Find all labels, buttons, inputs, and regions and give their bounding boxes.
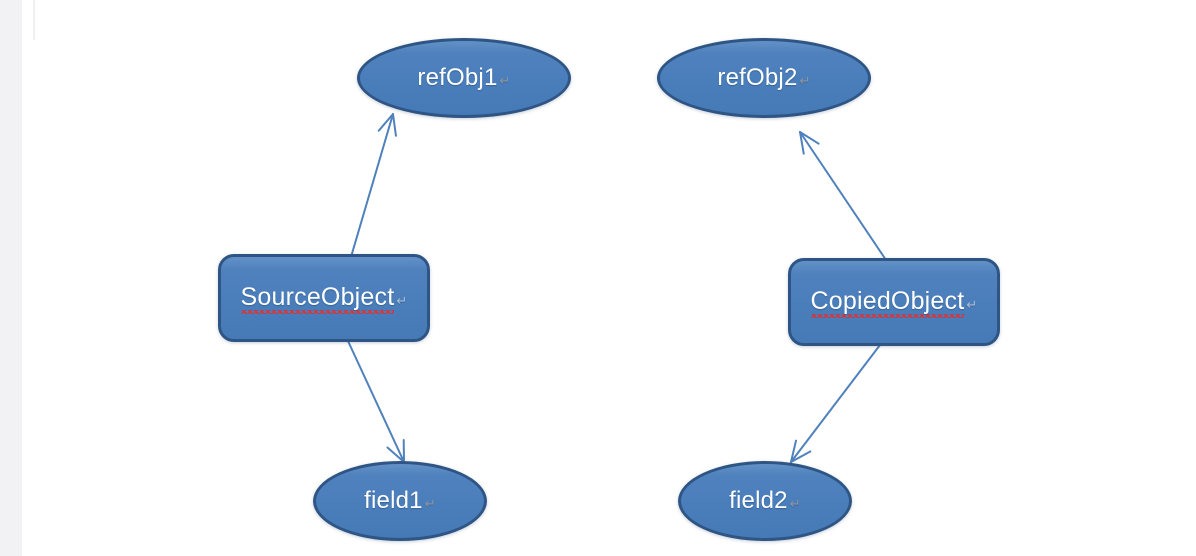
node-label-sourceObject: SourceObject <box>240 282 395 314</box>
arrowhead-barb <box>799 131 820 145</box>
connector-src-to-field1 <box>347 340 405 463</box>
node-label-wrap-copiedObject: CopiedObject↵ <box>810 286 978 318</box>
node-label-refObj1: refObj1 <box>417 64 498 91</box>
node-label-wrap-field2: field2↵ <box>729 487 801 515</box>
arrowhead-barb <box>799 131 805 155</box>
node-field1[interactable]: field1↵ <box>313 461 487 541</box>
node-refObj1[interactable]: refObj1↵ <box>357 38 571 118</box>
paragraph-mark-icon: ↵ <box>799 73 811 88</box>
node-label-wrap-refObj1: refObj1↵ <box>417 64 510 92</box>
page-margin-rule <box>33 0 35 40</box>
page-margin-strip <box>0 0 22 556</box>
arrowhead-barb <box>790 450 812 463</box>
node-label-copiedObject: CopiedObject <box>810 286 965 318</box>
node-sourceObject[interactable]: SourceObject↵ <box>218 254 430 342</box>
node-label-field1: field1 <box>364 487 423 514</box>
node-label-field2: field2 <box>729 487 788 514</box>
paragraph-mark-icon: ↵ <box>966 296 978 312</box>
arrowhead-barb <box>377 113 394 132</box>
node-label-wrap-field1: field1↵ <box>364 487 436 515</box>
node-field2[interactable]: field2↵ <box>678 461 852 541</box>
paragraph-mark-icon: ↵ <box>424 496 436 511</box>
arrowhead-barb <box>790 439 798 463</box>
node-label-wrap-sourceObject: SourceObject↵ <box>240 282 408 314</box>
connector-src-to-ref1 <box>350 113 397 258</box>
node-refObj2[interactable]: refObj2↵ <box>657 38 871 118</box>
arrowhead-barb <box>386 446 405 463</box>
node-label-wrap-refObj2: refObj2↵ <box>717 64 810 92</box>
connector-copy-to-field2 <box>790 344 881 463</box>
paragraph-mark-icon: ↵ <box>396 292 408 308</box>
node-label-refObj2: refObj2 <box>717 64 798 91</box>
connector-copy-to-ref2 <box>799 131 887 261</box>
paragraph-mark-icon: ↵ <box>499 73 511 88</box>
node-copiedObject[interactable]: CopiedObject↵ <box>788 258 1000 346</box>
paragraph-mark-icon: ↵ <box>789 496 801 511</box>
arrowhead-barb <box>392 113 397 137</box>
